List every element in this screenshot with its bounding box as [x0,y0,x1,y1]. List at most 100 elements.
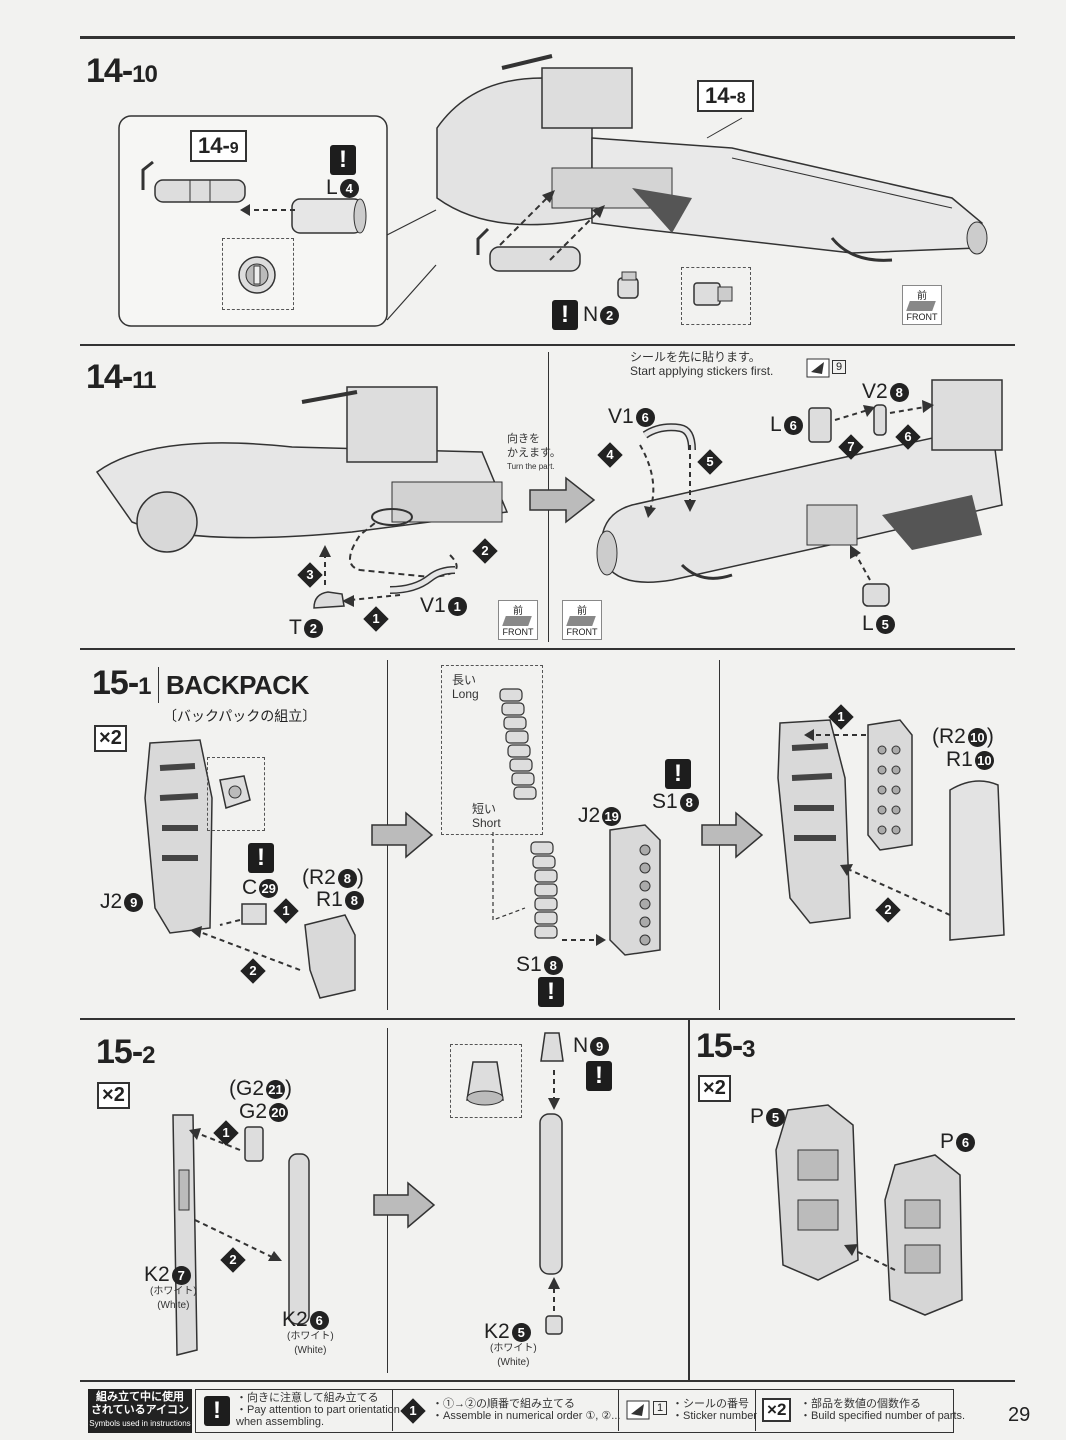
legend-multiplier-icon: ×2 [762,1398,792,1422]
rule-4 [80,1380,1015,1382]
warning-icon-n2: ! [552,300,578,330]
step-marker-1d: 1 [828,704,854,730]
white-note-k2-5: (ホワイト)(White) [490,1343,537,1368]
assembly-arrow-2d [840,864,951,916]
part-p5 [775,1104,859,1281]
warning-icon-c29: ! [248,843,274,873]
tube-assembled [539,1113,563,1275]
detail-n9 [466,1061,504,1106]
turn-note: 向きをかえます。Turn the part. [507,433,561,471]
part-j2-right-block [867,719,913,851]
sticker-note: シールを先に貼ります。Start applying stickers first… [630,350,774,378]
backpack-subtitle: 〔バックパックの組立〕 [163,708,317,724]
top-rule [80,36,1015,39]
detail-box-socket [222,238,294,310]
guide-dashes [492,832,526,921]
frame-j2-right [777,719,851,924]
step-marker-1c: 1 [273,898,299,924]
cover-r1 [949,780,1005,941]
step-marker-2a: 2 [472,538,498,564]
step-15-2-title: 15-2 [96,1033,156,1071]
part-t2 [313,591,345,609]
assembly-arrow-1e [189,1128,241,1151]
hose-v1-right [642,423,696,451]
legend-box [195,1389,954,1433]
part-l6 [808,407,832,443]
assembly-arrow-2e [194,1219,282,1261]
assembly-arrow-k2-5 [548,1277,560,1311]
multiplier-15-1: ×2 [94,725,127,752]
rifle-drawing-14-11-right [596,379,1003,583]
assembly-arrows-14-11-left [319,522,458,607]
detail-box-n9 [450,1044,522,1118]
legend-sticker: ・シールの番号・Sticker number [672,1398,757,1422]
cap-detail [693,282,733,306]
assembly-arrow-n9 [548,1070,560,1110]
step-15-1-title: 15-1 [92,664,152,702]
legend-order: ・①→②の順番で組み立てる・Assemble in numerical orde… [432,1398,621,1422]
part-k2-5 [545,1315,563,1335]
part-v2 [873,404,887,436]
length-compare-box [441,665,543,835]
legend-orient: ・向きに注意して組み立てる・Pay attention to part orie… [236,1392,400,1428]
legend-sticker-icon [626,1400,650,1420]
legend-multiple: ・部品を数値の個数作る・Build specified number of pa… [800,1398,966,1422]
rifle-drawing-14-11-left [95,386,509,553]
step-marker-2e: 2 [220,1247,246,1273]
step-marker-1a: 1 [363,606,389,632]
assembly-arrow-l4 [240,204,295,216]
ref-14-8: 14-8 [697,80,754,112]
step-14-11-title: 14-11 [86,358,157,396]
assembly-arrows-14-10 [499,190,605,261]
white-note-k2-7: (ホワイト)(White) [150,1286,197,1311]
next-arrow-14-11 [529,476,596,524]
step-marker-2d: 2 [875,897,901,923]
warning-icon-s1-bottom: ! [538,977,564,1007]
legend-order-icon: 1 [400,1398,426,1424]
assembly-arrow-1d [804,729,866,741]
assembly-arrow-l5 [850,545,871,581]
detail-box-c29 [207,757,265,831]
part-j2-19 [609,824,661,956]
assembly-arrow-s1 [562,934,606,946]
chain-short [530,841,558,939]
inset-panel [118,115,437,327]
frame-j2-left [144,739,213,934]
part-c29 [241,903,267,925]
assembly-arrows-14-11-right [639,444,696,518]
rule-1 [80,344,1015,346]
detail-c29 [219,775,251,809]
detail-box-cap [681,267,751,325]
step-15-3-title: 15-3 [696,1027,756,1065]
rule-3 [80,1018,1015,1020]
multiplier-15-3: ×2 [698,1075,731,1102]
legend-sep-2 [618,1389,619,1431]
ref-14-9: 14-9 [190,130,247,162]
step-14-10-title: 14-10 [86,52,158,90]
page-number: 29 [1008,1404,1031,1426]
sticker-number: 9 [832,360,847,374]
